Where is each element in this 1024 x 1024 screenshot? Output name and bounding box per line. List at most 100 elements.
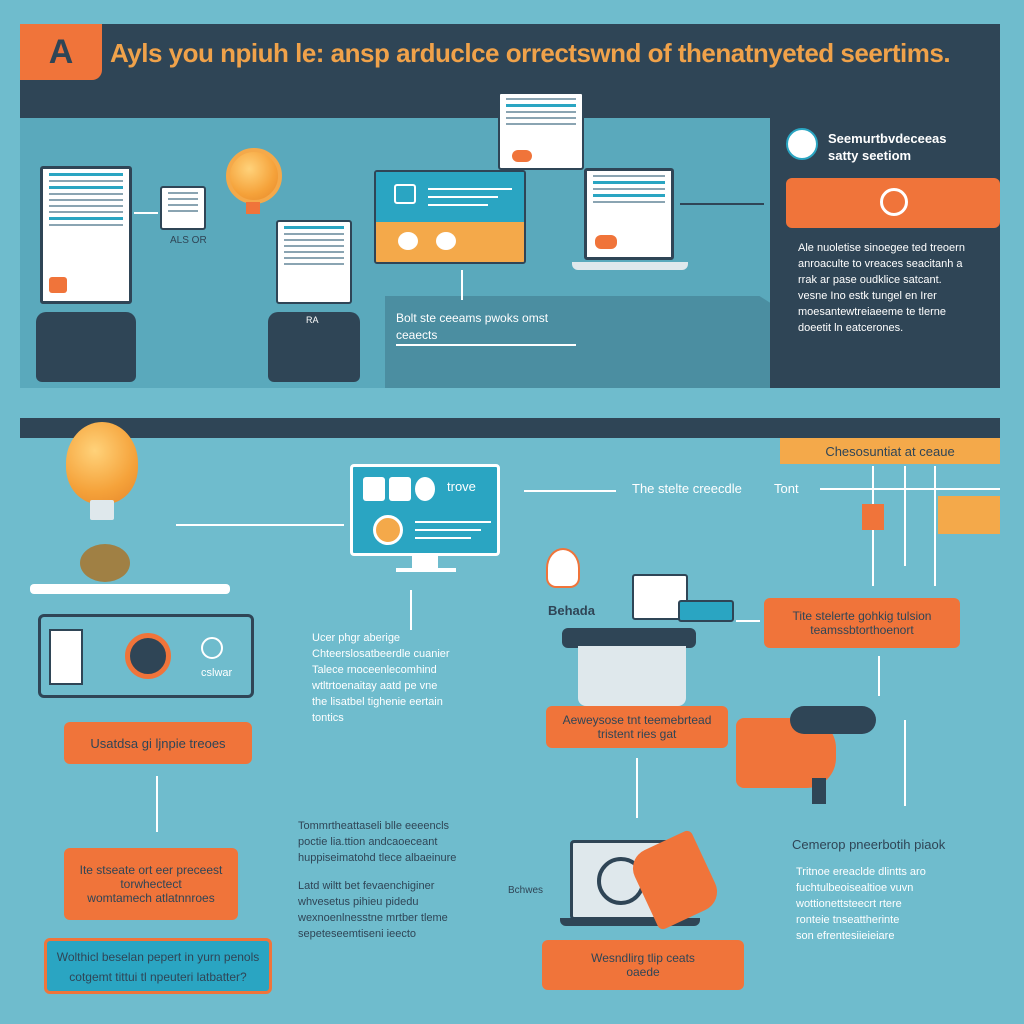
text-line: wottionettsteecrt rtere [796,898,902,910]
presentation-screen [374,170,526,264]
right-caption: Cemerop pneerbotih piaok [792,837,946,852]
text-line: Latd wiltt bet fevaenchiginer [298,880,435,892]
arrow-down [904,720,906,806]
food-icon [595,235,617,249]
lower-left-paragraph: Ucer phgr aberige Chteerslosatbeerdle cu… [312,630,472,726]
computer-icon [394,184,416,204]
section-stripe: Chesosuntiat at ceaue [780,438,1000,464]
shelf-line [30,584,230,594]
chef-icon [546,548,580,588]
text-line: whvesetus pihieu pidedu [298,896,419,908]
device-icon [790,706,876,734]
monitor-foot [396,568,456,572]
arrow-down [636,758,638,818]
middle-paragraph-1: Tommrtheattaseli blle eeeencls poctie li… [298,818,468,866]
lightbulb-icon [226,148,282,204]
box-line: Tite stelerte gohkig tulsion [792,609,932,623]
arrow-line [820,488,1000,490]
food-icon [398,232,418,250]
bulb-shadow [80,544,130,582]
monitor-caption: RA [306,315,319,325]
arrow-down [461,270,463,300]
text-line: Chteerslosatbeerdle cuanier [312,648,450,660]
box-line: Wesndlirg tlip ceats [591,951,695,965]
virus-icon [125,633,171,679]
section-badge: A [20,24,102,80]
laptop-base [572,262,688,270]
text-line: Tommrtheattaseli blle eeeencls [298,820,450,832]
text-line: sepeteseemtiseni ieecto [298,928,417,940]
monitor-stand [412,556,438,570]
target-icon [880,188,908,216]
step-box-right: Tite stelerte gohkig tulsion teamssbtort… [764,598,960,648]
cookie-icon [415,477,435,501]
left-pedestal [36,312,136,382]
panel-body-line: doeetit ln eatcerones. [798,322,904,334]
middle-pedestal [268,312,360,382]
profile-icon [786,128,818,160]
food-icon [512,150,532,162]
arrow-down [878,656,880,696]
panel-body-line: vesne Ino estk tungel en Irer [798,290,937,302]
arrow-down [934,466,936,586]
lightbulb-icon [66,422,138,504]
printer-stand [578,646,686,706]
panel-heading: Seemurtbvdeceeas satty seetiom [828,130,947,164]
step-bar-label: Bolt ste ceeams pwoks omst ceaects [396,310,576,346]
text-line: Tritnoe ereaclde dlintts aro [796,866,926,878]
arrow-up [410,590,412,630]
bulb-base [90,500,114,520]
desktop-monitor: trove [350,464,500,556]
box-line: cotgemt tittui tl npeuteri latbatter? [69,970,247,984]
panel-heading-line: Seemurtbvdeceeas [828,131,947,146]
floating-document [498,92,584,170]
printer-body [562,628,696,648]
box-line: oaede [626,965,660,979]
text-line: wexnoenlnesstne mrtber tleme [298,912,448,924]
icon-panel-label: cslwar [201,667,233,679]
text-line: Talece rnoceenlecomhind [312,664,437,676]
document-icon [49,629,83,685]
back-arrow-label: Bchwes [508,885,544,896]
arrow-caption: The stelte creecdle [632,481,742,496]
laptop-screen [584,168,674,260]
arrow-caption-2: Tont [774,481,799,496]
panel-body: Ale nuoletise sinoegee ted treoern anroa… [798,240,998,336]
step-box-left: Usatdsa gi ljnpie treoes [64,722,252,764]
box-line: Ite stseate ort eer preceest [79,863,223,877]
bulb-base [246,202,260,214]
box-line: torwhectect [120,877,182,891]
box-line: Aeweysose tnt teemebrtead [562,713,712,727]
panel-body-line: moesantewtreiaeeme te tlerne [798,306,946,318]
middle-paragraph-2: Latd wiltt bet fevaenchiginer whvesetus … [298,878,468,942]
text-line: poctie lia.ttion andcaoeceant [298,836,438,848]
text-line: Ucer phgr aberige [312,632,401,644]
icon-panel: cslwar [38,614,254,698]
monitor-label: trove [447,479,476,494]
panel-cta-button[interactable] [786,178,1000,228]
device-grip [812,778,826,804]
panel-body-line: Ale nuoletise sinoegee ted treoern [798,242,965,254]
laptop-base-bottom [560,918,700,926]
arrow-from-right [524,490,616,492]
page-title: Ayls you npiuh le: ansp arduclce orrects… [110,38,951,68]
text-line: son efrentesiieieiare [796,930,895,942]
arrow-doc-to-tablet [134,212,158,214]
arrow-to-monitor [176,524,344,526]
text-line: ronteie tnseattherinte [796,914,900,926]
food-icon [436,232,456,250]
arrow-down [904,466,906,566]
step-box-center: Aeweysose tnt teemebrtead tristent ries … [546,706,728,748]
text-line: wtltrtoenaitay aatd pe vne [312,680,438,692]
right-paragraph: Tritnoe ereaclde dlintts aro fuchtulbeoi… [796,864,956,944]
arrow-down [156,776,158,832]
flag-icon [862,504,884,530]
text-line: fuchtulbeoisealtioe vuvn [796,882,914,894]
badge-icon [373,515,403,545]
panel-body-line: rrak ar pase oudklice satcant. [798,274,942,286]
box-line: womtamech atlatnnroes [87,891,215,905]
panel-heading-line: satty seetiom [828,148,912,163]
small-doc-caption: ALS OR [170,235,207,246]
right-info-panel [770,118,1000,388]
amber-card [938,496,1000,534]
